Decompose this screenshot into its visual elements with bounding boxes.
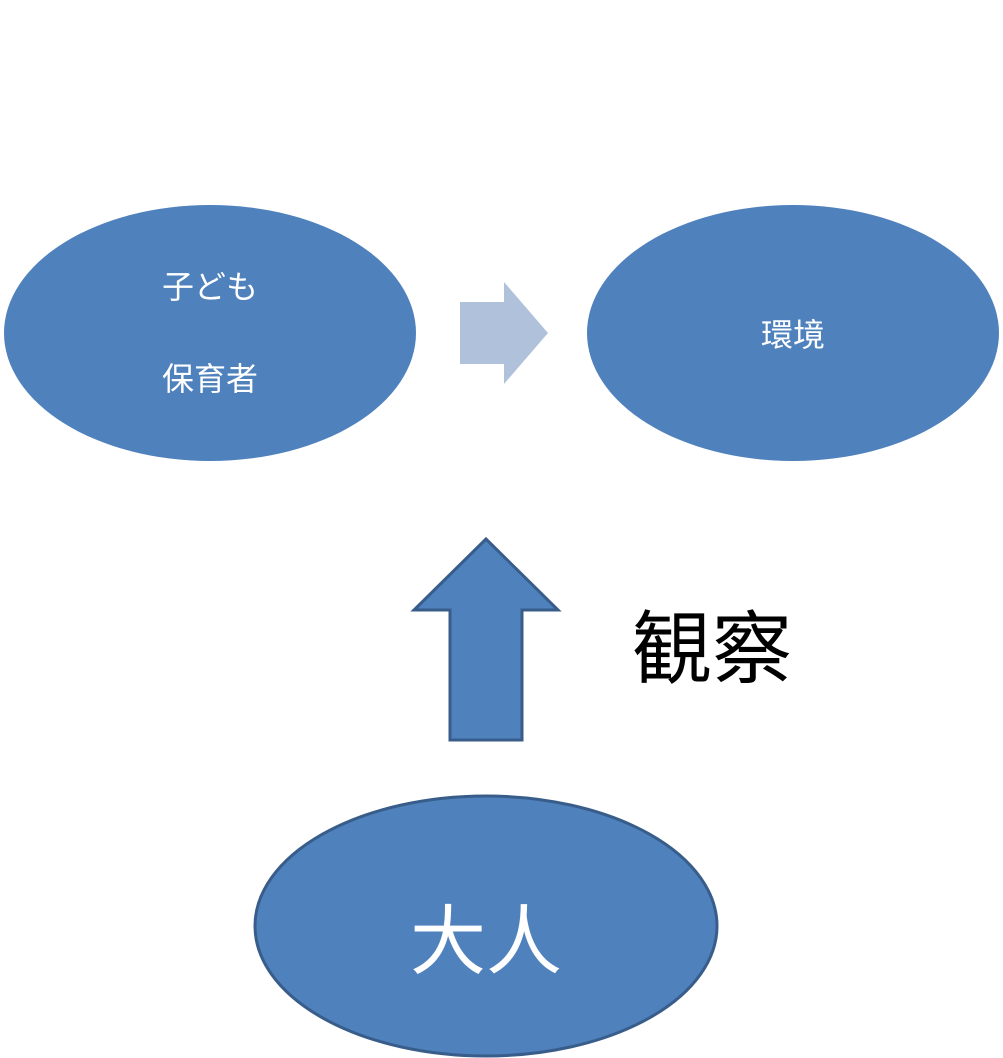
child-caregiver-ellipse — [4, 205, 416, 461]
up-arrow-icon — [410, 536, 562, 742]
environment-ellipse — [587, 205, 999, 461]
caregiver-label: 保育者 — [161, 360, 258, 398]
right-arrow-icon — [460, 282, 548, 384]
observation-label: 観察 — [632, 603, 792, 696]
environment-label: 環境 — [760, 316, 825, 354]
adult-label: 大人 — [410, 897, 562, 986]
child-label: 子ども — [161, 268, 258, 306]
adult-ellipse — [253, 794, 719, 1058]
